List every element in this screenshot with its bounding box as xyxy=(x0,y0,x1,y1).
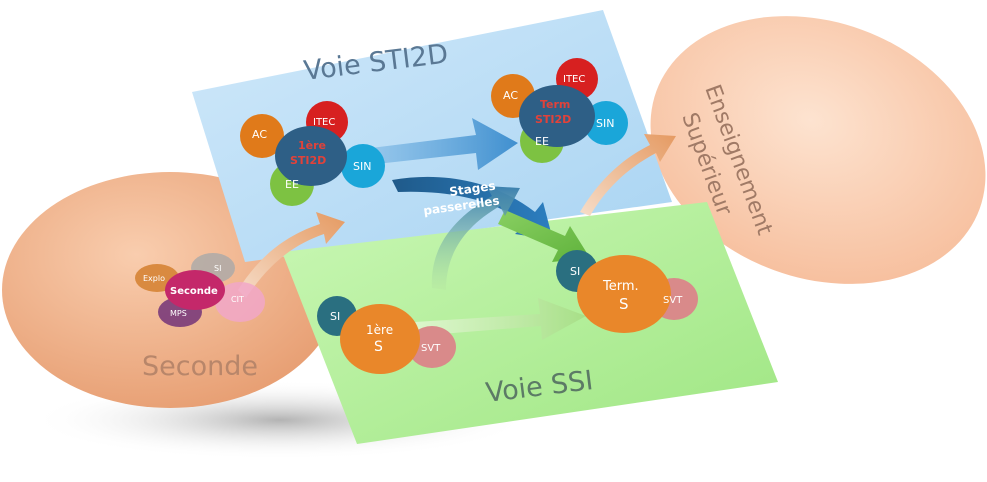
seconde-option-cit: CIT xyxy=(231,295,244,304)
sti2d-first-cluster: 1ère STI2D AC ITEC SIN EE xyxy=(240,101,385,206)
sti2d-to-superieur-arrow xyxy=(580,134,676,216)
s-first-svt-bubble xyxy=(408,326,456,368)
sti2d-term-cluster: Term STI2D AC ITEC SIN EE xyxy=(491,58,628,163)
sti2d-first-itec-label: ITEC xyxy=(313,117,335,128)
s-first-cluster: SI 1ère S SVT xyxy=(317,296,456,374)
sti2d-first-sin-bubble xyxy=(341,144,385,188)
superieur-circle xyxy=(650,16,986,284)
seconde-center-bubble xyxy=(165,270,225,310)
sti2d-first-sin-label: SIN xyxy=(353,160,371,173)
s-first-center-bubble xyxy=(340,304,420,374)
sti2d-first-center-bubble xyxy=(275,126,347,186)
sti2d-term-sin-bubble xyxy=(584,101,628,145)
s-term-center-line1: Term. xyxy=(602,279,639,294)
seconde-option-explo: Explo xyxy=(143,274,165,283)
seconde-option-cit-bubble xyxy=(215,282,265,322)
seconde-cluster: Seconde Explo SI CIT MPS xyxy=(135,253,265,327)
seconde-option-mps: MPS xyxy=(170,309,187,318)
sti2d-term-ac-label: AC xyxy=(503,89,518,102)
sti2d-first-center-line2: STI2D xyxy=(290,154,326,167)
sti2d-term-ee-label: EE xyxy=(535,135,549,148)
s-first-svt-label: SVT xyxy=(421,343,441,354)
sti2d-term-center-bubble xyxy=(519,85,595,147)
sti2d-progress-arrow xyxy=(355,118,518,170)
sti2d-first-ee-label: EE xyxy=(285,178,299,191)
seconde-option-si: SI xyxy=(214,264,221,273)
s-term-center-bubble xyxy=(577,255,671,333)
sti2d-first-ac-bubble xyxy=(240,114,284,158)
sti2d-to-terms-arrow xyxy=(498,210,590,262)
seconde-circle-title: Seconde xyxy=(142,351,258,382)
sti2d-term-itec-label: ITEC xyxy=(563,74,585,85)
s-term-svt-label: SVT xyxy=(663,295,683,306)
sti2d-panel xyxy=(192,10,672,262)
seconde-to-sti2d-arrow xyxy=(238,212,345,298)
s-first-center-line1: 1ère xyxy=(366,323,393,337)
s-term-cluster: SI Term. S SVT xyxy=(556,250,698,333)
seconde-center-label: Seconde xyxy=(170,286,218,297)
sti2d-first-ac-label: AC xyxy=(252,128,267,141)
sti2d-term-sin-label: SIN xyxy=(596,117,614,130)
s-term-si-label: SI xyxy=(570,265,580,278)
s-first-center-line2: S xyxy=(374,339,383,355)
sti2d-term-center-line1: Term xyxy=(540,98,570,111)
ssi-progress-arrow xyxy=(415,298,586,340)
sti2d-term-center-line2: STI2D xyxy=(535,113,571,126)
s-first-si-label: SI xyxy=(330,310,340,323)
bridge-label-line1: Stages xyxy=(448,179,496,199)
s-term-center-line2: S xyxy=(619,295,629,313)
passerelle-up-arrow xyxy=(431,186,520,290)
sti2d-first-center-line1: 1ère xyxy=(298,139,326,152)
